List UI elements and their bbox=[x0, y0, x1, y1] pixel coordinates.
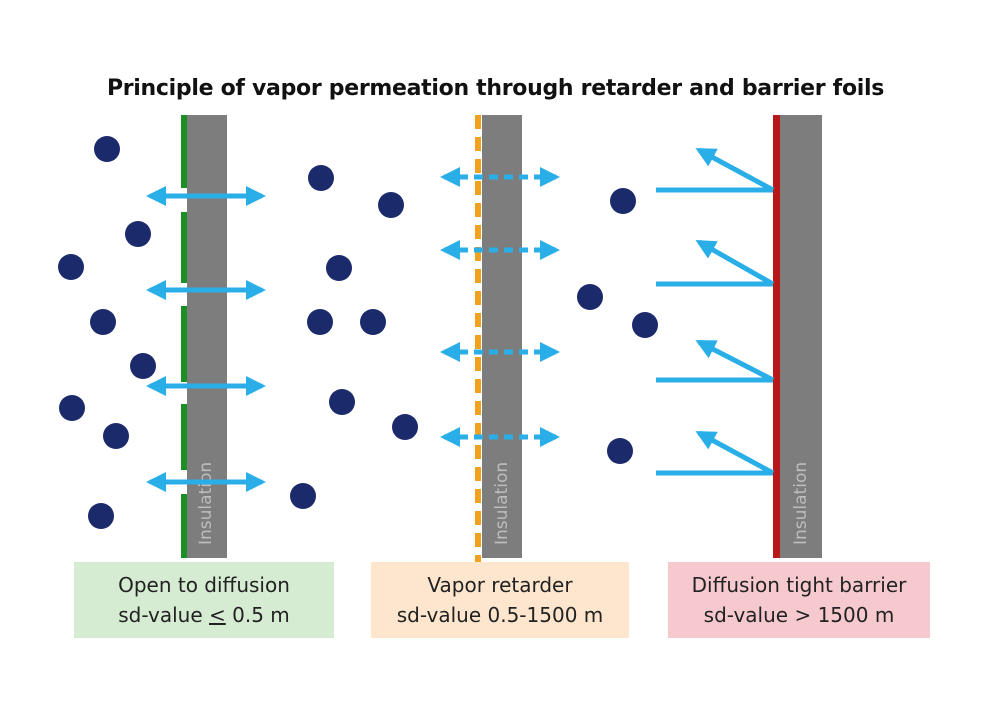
molecule-icon bbox=[130, 353, 156, 379]
molecule-icon bbox=[58, 254, 84, 280]
retarder-foil-dash bbox=[475, 401, 481, 415]
molecule-icon bbox=[392, 414, 418, 440]
open-label-line2: sd-value < 0.5 m bbox=[118, 600, 290, 630]
less-than-equal-symbol: < bbox=[209, 603, 226, 627]
retarder-foil-dash bbox=[475, 357, 481, 371]
molecule-icon bbox=[577, 284, 603, 310]
molecule-icon bbox=[94, 136, 120, 162]
retarder-foil-dash bbox=[475, 533, 481, 547]
retarder-foil-dash bbox=[475, 159, 481, 173]
retarder-foil-dash bbox=[475, 203, 481, 217]
molecule-icon bbox=[88, 503, 114, 529]
molecule-icon bbox=[103, 423, 129, 449]
insulation-slab-retarder bbox=[482, 115, 522, 558]
retarder-foil-dash bbox=[475, 335, 481, 349]
molecule-icon bbox=[326, 255, 352, 281]
molecule-icon bbox=[360, 309, 386, 335]
molecule-icon bbox=[329, 389, 355, 415]
retarder-foil-dash bbox=[475, 137, 481, 151]
retarder-foil-dash bbox=[475, 379, 481, 393]
reflected-arrow-icon bbox=[695, 339, 775, 383]
retarder-foil-dash bbox=[475, 291, 481, 305]
molecule-icon bbox=[307, 309, 333, 335]
molecule-icon bbox=[125, 221, 151, 247]
insulation-slab-barrier bbox=[780, 115, 822, 558]
molecule-icon bbox=[378, 192, 404, 218]
reflected-arrow-icon bbox=[695, 430, 775, 476]
molecule-icon bbox=[610, 188, 636, 214]
retarder-foil bbox=[475, 115, 481, 569]
barrier-foil bbox=[773, 115, 780, 558]
open-foil-segment bbox=[181, 306, 187, 382]
open-to-diffusion-label: Open to diffusion sd-value < 0.5 m bbox=[74, 562, 334, 638]
retarder-foil-dash bbox=[475, 489, 481, 503]
molecule-icon bbox=[290, 483, 316, 509]
diagram-title: Principle of vapor permeation through re… bbox=[106, 76, 885, 101]
molecule-icon bbox=[607, 438, 633, 464]
molecule-icon bbox=[308, 165, 334, 191]
molecule-icon bbox=[59, 395, 85, 421]
retarder-foil-dash bbox=[475, 225, 481, 239]
barrier-label-line2: sd-value > 1500 m bbox=[703, 603, 895, 627]
retarder-foil-dash bbox=[475, 467, 481, 481]
barrier-reflection-arrows bbox=[656, 147, 775, 476]
molecule-icon bbox=[632, 312, 658, 338]
insulation-label-open: Insulation bbox=[196, 462, 216, 545]
open-label-line1: Open to diffusion bbox=[118, 573, 290, 597]
reflected-arrow-icon bbox=[695, 147, 775, 193]
open-foil-segment bbox=[181, 404, 187, 470]
open-foil-segment bbox=[181, 115, 187, 188]
diffusion-tight-barrier-label: Diffusion tight barrier sd-value > 1500 … bbox=[668, 562, 930, 638]
retarder-foil-dash bbox=[475, 115, 481, 129]
retarder-foil-dash bbox=[475, 269, 481, 283]
insulation-label-barrier: Insulation bbox=[791, 462, 811, 545]
retarder-foil-dash bbox=[475, 445, 481, 459]
vapor-molecules bbox=[58, 136, 658, 529]
open-label-prefix: sd-value bbox=[118, 603, 209, 627]
molecule-icon bbox=[90, 309, 116, 335]
retarder-label-line1: Vapor retarder bbox=[427, 573, 573, 597]
insulation-label-retarder: Insulation bbox=[492, 462, 512, 545]
open-foil-segment bbox=[181, 212, 187, 283]
open-diffusion-arrows bbox=[146, 186, 266, 492]
open-foil-segment bbox=[181, 494, 187, 558]
retarder-foil-dash bbox=[475, 511, 481, 525]
reflected-arrow-icon bbox=[695, 239, 775, 287]
retarder-foil-dash bbox=[475, 181, 481, 195]
retarder-foil-dash bbox=[475, 313, 481, 327]
open-label-suffix: 0.5 m bbox=[225, 603, 290, 627]
vapor-retarder-label: Vapor retarder sd-value 0.5-1500 m bbox=[371, 562, 629, 638]
retarder-diffusion-arrows bbox=[440, 167, 560, 447]
barrier-label-line1: Diffusion tight barrier bbox=[691, 573, 907, 597]
retarder-label-line2: sd-value 0.5-1500 m bbox=[396, 603, 604, 627]
open-foil bbox=[181, 115, 187, 558]
